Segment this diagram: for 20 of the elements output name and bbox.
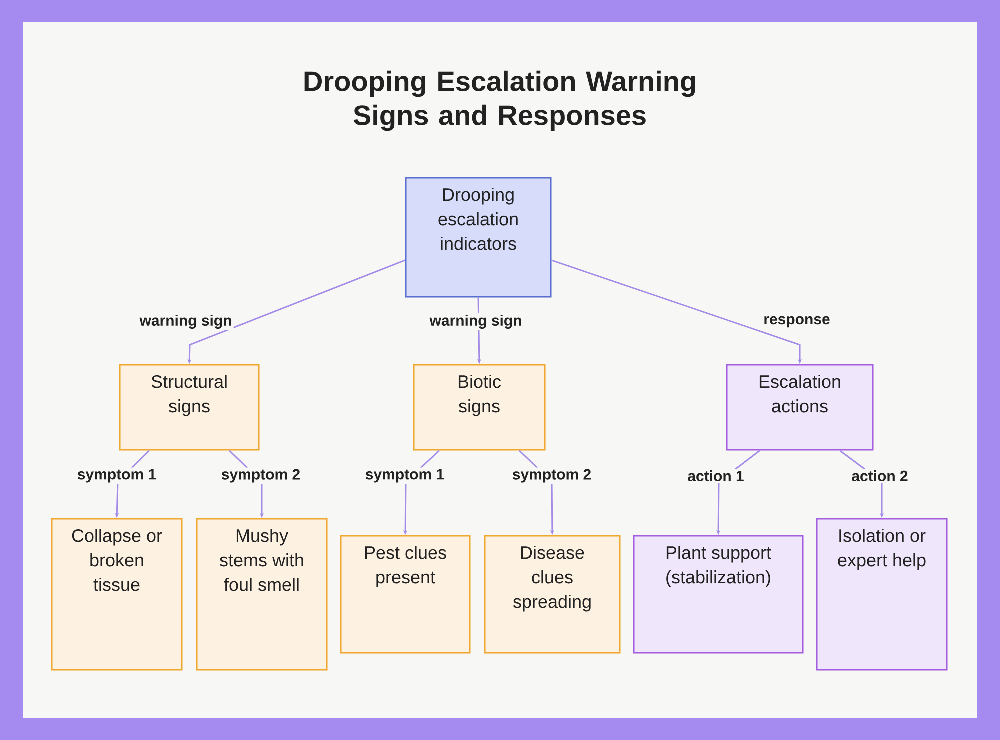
box: Collapse or broken tissue <box>51 518 183 671</box>
edge-label: symptom 1 <box>364 468 446 484</box>
edge-label: action 1 <box>686 469 746 484</box>
box: Mushy stems with foul smell <box>196 518 328 671</box>
edge-label: warning sign <box>138 313 234 331</box>
edge-label: symptom 2 <box>510 468 594 484</box>
box: Biotic signs <box>413 364 546 451</box>
title: Drooping Escalation Warning Signs and Responses <box>304 70 696 132</box>
edge-label: symptom 1 <box>76 468 158 484</box>
edge-label: response <box>762 314 832 330</box>
box: Pest clues present <box>340 535 471 654</box>
edge-label: action 2 <box>850 469 910 484</box>
box: Plant support (stabilization) <box>633 535 804 654</box>
edge-label: symptom 2 <box>220 468 302 484</box>
edge-label: warning sign <box>428 313 524 331</box>
box: Structural signs <box>119 364 260 451</box>
box: Disease clues spreading <box>484 535 621 654</box>
box: Escalation actions <box>726 364 874 451</box>
box: Isolation or expert help <box>816 518 948 671</box>
box: Drooping escalation indicators <box>405 177 552 298</box>
